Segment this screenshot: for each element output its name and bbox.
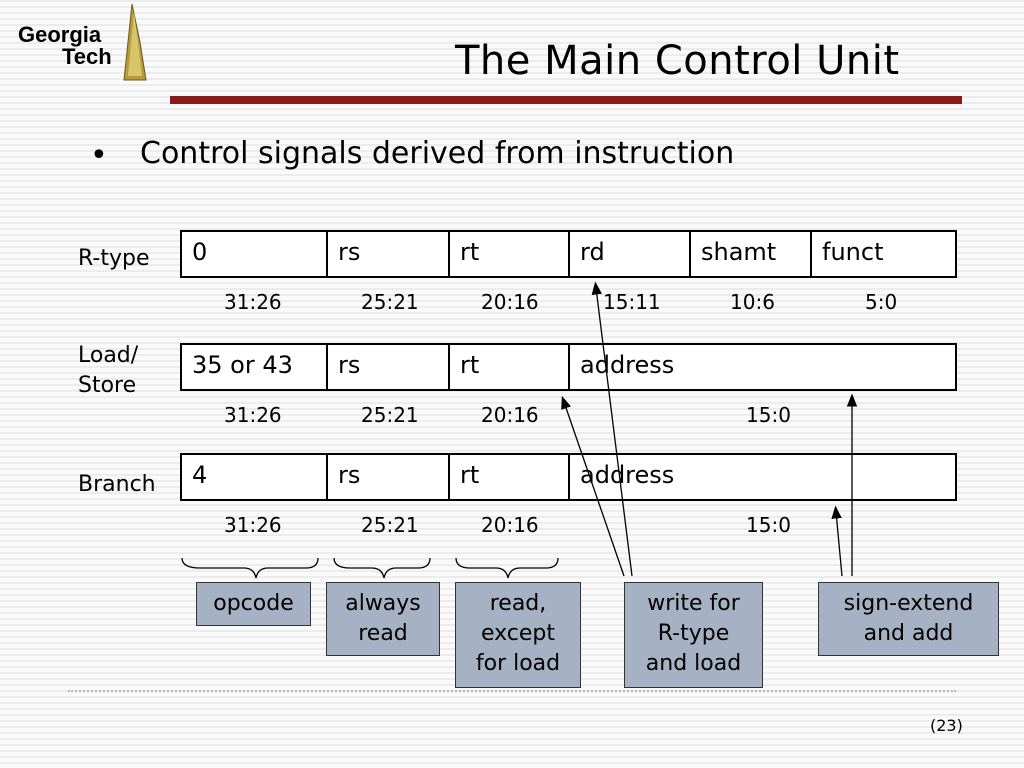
loadstore-label-line1: Load/ xyxy=(78,343,139,368)
bullet-icon: • xyxy=(90,138,108,173)
rtype-field-rd: rd xyxy=(568,230,691,278)
always-read-box: always read xyxy=(326,582,440,656)
sign-extend-box: sign-extend and add xyxy=(818,582,999,656)
rtype-field-funct: funct xyxy=(810,230,957,278)
loadstore-field-rt: rt xyxy=(448,343,570,391)
write-for-line2: R-type xyxy=(657,621,730,646)
logo-text-georgia: Georgia xyxy=(18,22,102,47)
georgia-tech-logo: Georgia Tech xyxy=(18,3,147,81)
rtype-field-shamt: shamt xyxy=(689,230,812,278)
opcode-box-text: opcode xyxy=(213,591,294,616)
rtype-field-opcode: 0 xyxy=(180,230,328,278)
always-read-line1: always xyxy=(345,591,421,616)
write-for-box: write for R-type and load xyxy=(624,582,763,688)
branch-field-rs: rs xyxy=(326,453,450,501)
rtype-bits-shamt: 10:6 xyxy=(730,290,775,314)
rtype-bits-opcode: 31:26 xyxy=(224,290,282,314)
branch-bits-opcode: 31:26 xyxy=(224,513,282,537)
logo-text-tech: Tech xyxy=(62,44,112,69)
read-except-box: read, except for load xyxy=(455,582,581,688)
page-number: (23) xyxy=(930,716,963,735)
write-arrow-rd xyxy=(591,281,633,577)
bullet-text: Control signals derived from instruction xyxy=(140,136,735,171)
write-for-line1: write for xyxy=(647,591,740,616)
opcode-box: opcode xyxy=(196,582,311,626)
rtype-field-rs: rs xyxy=(326,230,450,278)
loadstore-bits-opcode: 31:26 xyxy=(224,403,282,427)
branch-bits-rs: 25:21 xyxy=(361,513,419,537)
branch-bits-address: 15:0 xyxy=(746,513,791,537)
rtype-bits-rs: 25:21 xyxy=(361,290,419,314)
always-read-line2: read xyxy=(358,621,408,646)
write-arrow-rt xyxy=(561,395,625,577)
sign-extend-arrow-branch xyxy=(831,505,843,577)
rt-brace xyxy=(455,557,559,579)
footer-divider xyxy=(68,690,956,692)
slide-title: The Main Control Unit xyxy=(455,38,900,84)
loadstore-bits-address: 15:0 xyxy=(746,403,791,427)
opcode-brace xyxy=(181,557,319,579)
branch-label: Branch xyxy=(78,472,156,497)
read-except-line3: for load xyxy=(475,651,561,676)
loadstore-bits-rt: 20:16 xyxy=(481,403,539,427)
rtype-field-rt: rt xyxy=(448,230,570,278)
read-except-line1: read, xyxy=(489,591,547,616)
loadstore-label-line2: Store xyxy=(78,373,137,398)
rtype-label: R-type xyxy=(78,246,150,271)
title-underline xyxy=(170,96,962,104)
loadstore-field-address: address xyxy=(568,343,957,391)
sign-extend-line1: sign-extend xyxy=(843,591,974,616)
read-except-line2: except xyxy=(480,621,555,646)
rtype-bits-funct: 5:0 xyxy=(865,290,898,314)
branch-bits-rt: 20:16 xyxy=(481,513,539,537)
loadstore-label: Load/ Store xyxy=(78,341,138,401)
branch-field-rt: rt xyxy=(448,453,570,501)
loadstore-bits-rs: 25:21 xyxy=(361,403,419,427)
rs-brace xyxy=(333,557,431,579)
rtype-bits-rd: 15:11 xyxy=(603,290,661,314)
write-for-line3: and load xyxy=(645,651,742,676)
sign-extend-line2: and add xyxy=(863,621,954,646)
rtype-bits-rt: 20:16 xyxy=(481,290,539,314)
branch-field-address: address xyxy=(568,453,957,501)
